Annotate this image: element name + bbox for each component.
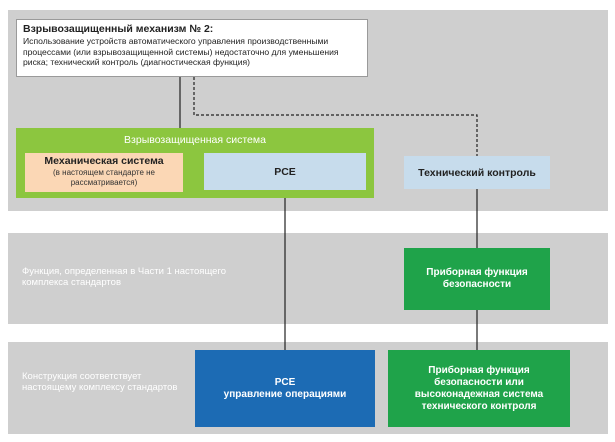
mechanical-system-note: (в настоящем стандарте не рассматриваетс… [53,168,155,187]
technical-control-box: Технический контроль [404,156,550,189]
mechanism-title: Взрывозащищенный механизм № 2: [23,23,214,35]
safety-instrumented-function-box: Приборная функция безопасности [404,248,550,310]
mechanical-system-title: Механическая система [44,155,164,167]
pce-operations-subtitle: управление операциями [223,388,347,400]
function-band-label: Функция, определенная в Части 1 настояще… [22,266,226,288]
mechanism-body: Использование устройств автоматического … [23,36,339,67]
mechanical-system-box: Механическая система (в настоящем станда… [25,153,183,192]
construction-band-label: Конструкция соответствует настоящему ком… [22,371,178,393]
connector-mechanism-to-tech-control [193,77,478,156]
pce-box: PCE [204,153,366,190]
sif-high-reliability-box: Приборная функция безопасности или высок… [388,350,570,427]
explosion-system-label: Взрывозащищенная система [124,134,266,146]
pce-operations-title: PCE [274,376,296,388]
mechanism-box: Взрывозащищенный механизм № 2: Использов… [16,19,368,77]
pce-operations-box: PCE управление операциями [195,350,375,427]
